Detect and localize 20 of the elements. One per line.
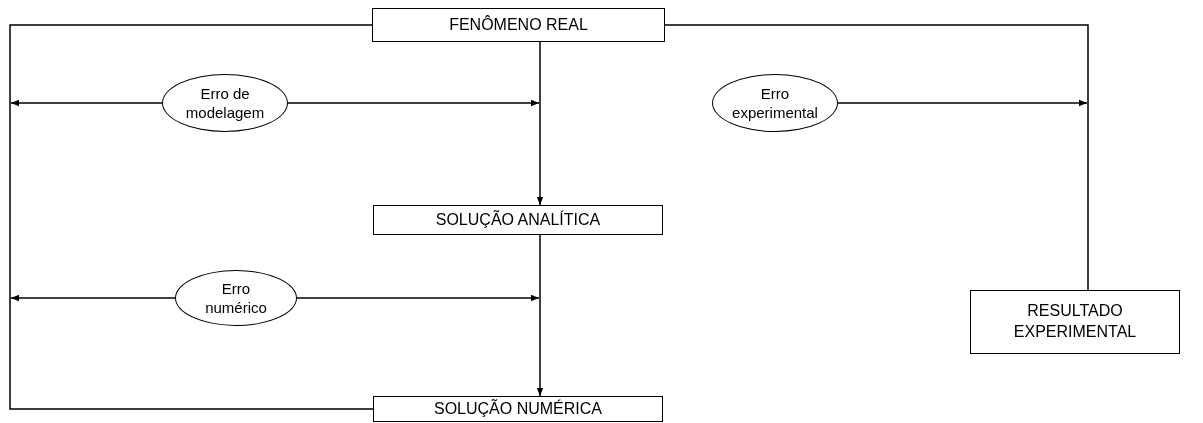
arrow	[10, 294, 176, 302]
node-label: SOLUÇÃO ANALÍTICA	[435, 209, 601, 230]
node-label: Erro de modelagem	[184, 83, 266, 123]
node-label: RESULTADO EXPERIMENTAL	[1012, 301, 1138, 342]
connector-line	[664, 24, 1089, 291]
arrow	[536, 234, 544, 397]
node-label: FENÔMENO REAL	[449, 14, 588, 35]
arrow	[837, 99, 1088, 107]
arrow	[536, 41, 544, 206]
process-box	[373, 205, 663, 235]
arrow	[287, 99, 540, 107]
connector-line	[9, 24, 374, 410]
node-label: Erro experimental	[731, 83, 819, 123]
node-label: SOLUÇÃO NUMÉRICA	[434, 398, 602, 419]
arrow	[10, 99, 163, 107]
process-box	[373, 396, 663, 422]
arrow	[296, 294, 540, 302]
process-box	[372, 8, 665, 42]
node-label: Erro numérico	[204, 278, 268, 318]
process-box	[970, 290, 1180, 354]
